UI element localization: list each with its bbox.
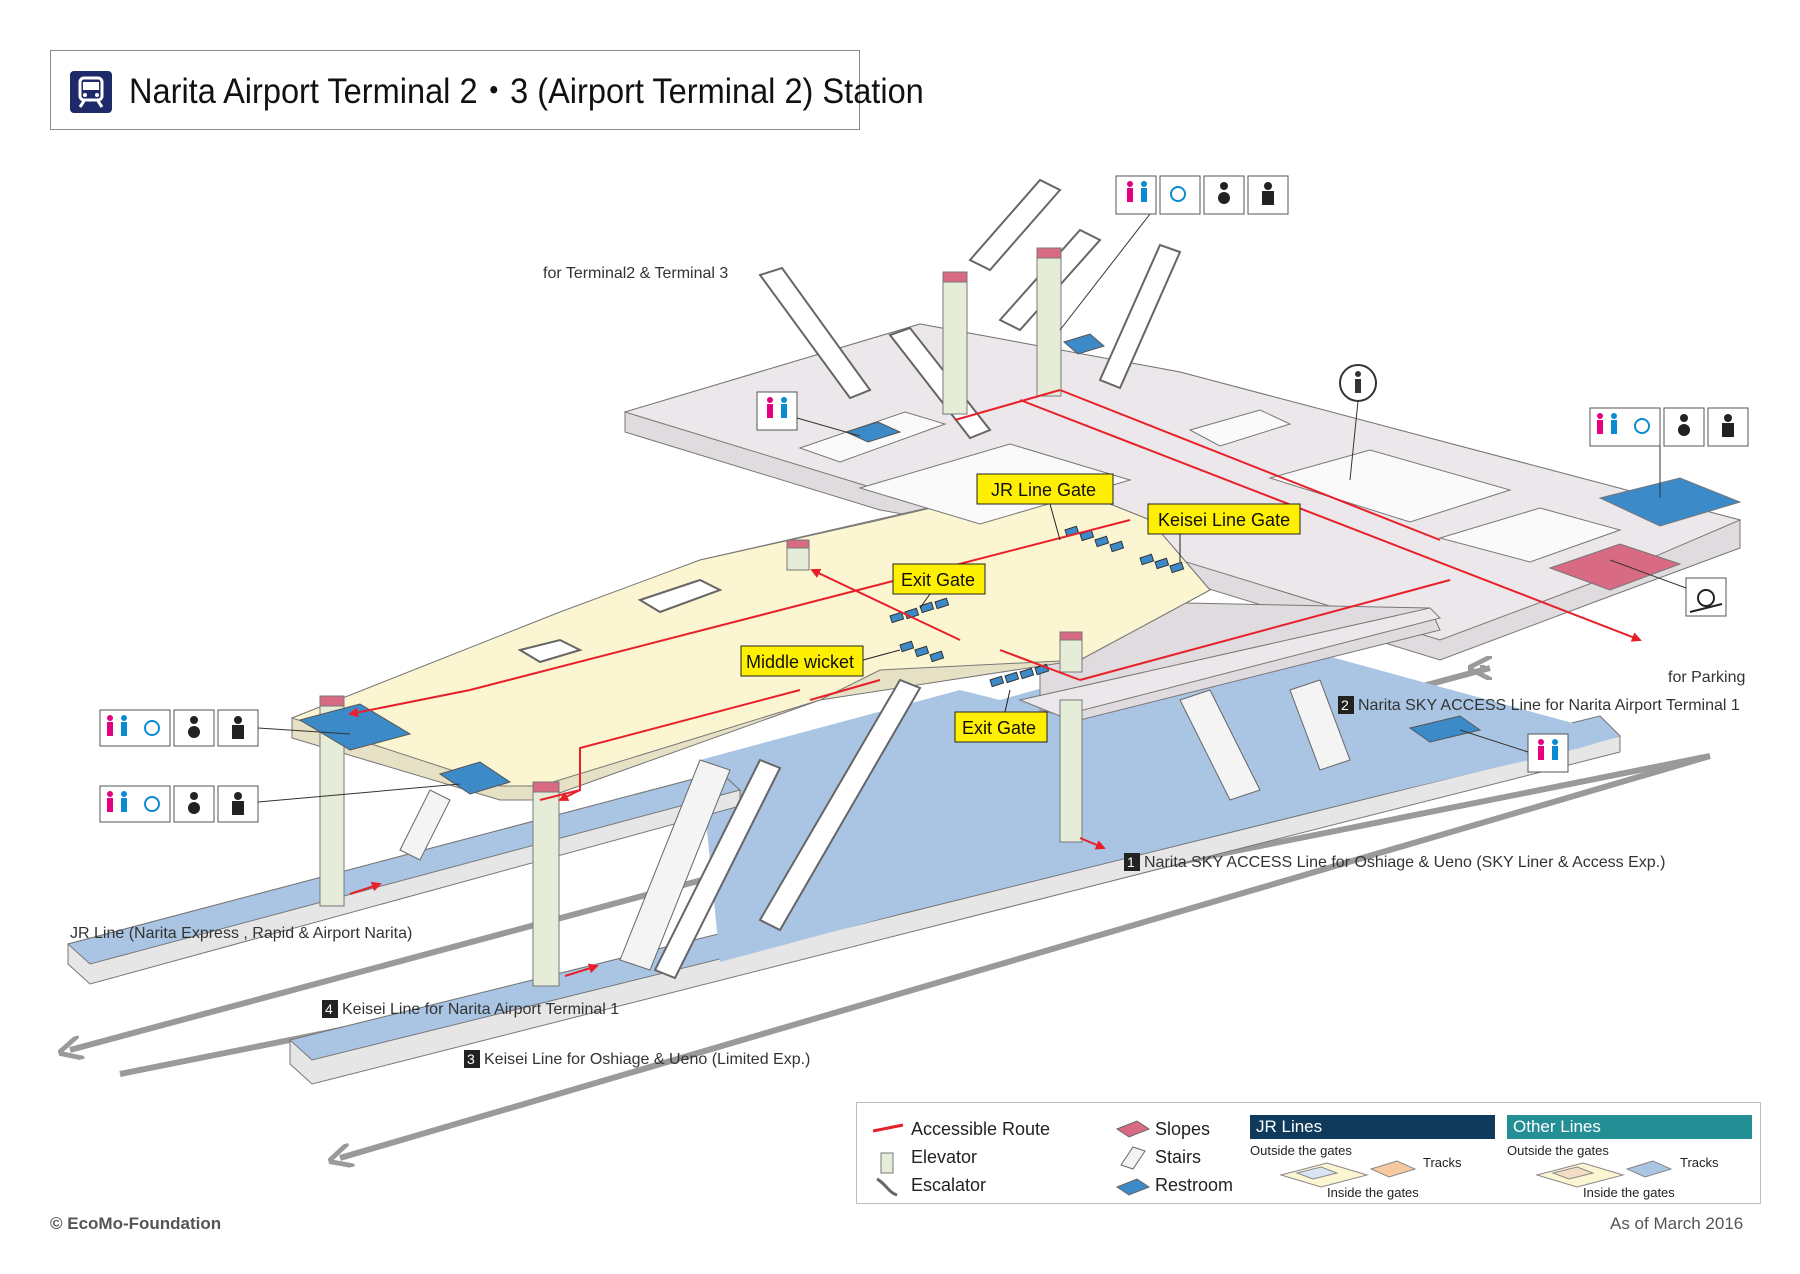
facility-icons-right	[1589, 407, 1749, 498]
line-4-label: 4 Keisei Line for Narita Airport Termina…	[322, 1000, 619, 1018]
station-title-box: Narita Airport Terminal 2・3 (Airport Ter…	[50, 50, 924, 130]
facility-icons-left-lower	[99, 783, 461, 823]
keisei-line-gate-label: Keisei Line Gate	[1158, 510, 1290, 530]
elevators	[319, 247, 1083, 987]
exit-gate-top-callout: Exit Gate	[892, 563, 986, 609]
middle-wicket-label: Middle wicket	[746, 652, 854, 672]
jr-line-gate-callout: JR Line Gate	[976, 473, 1114, 541]
svg-text:3: 3	[467, 1051, 475, 1067]
legend-stairs: Stairs	[1155, 1147, 1202, 1167]
legend-accessible-route: Accessible Route	[911, 1119, 1051, 1139]
page-title: Narita Airport Terminal 2・3 (Airport Ter…	[129, 72, 924, 111]
legend-jr-tracks: Tracks	[1423, 1155, 1462, 1170]
svg-text:Keisei Line for Oshiage & Ue: Keisei Line for Oshiage & Ueno (Limited …	[484, 1051, 810, 1068]
accessible-route	[348, 389, 1642, 977]
svg-text:4: 4	[325, 1001, 333, 1017]
legend-jr-lines: JR Lines	[1250, 1115, 1495, 1139]
svg-text:1: 1	[1127, 854, 1135, 870]
line-3-label: 3 Keisei Line for Oshiage & Ueno (Limite…	[464, 1050, 810, 1068]
legend-other-inside: Inside the gates	[1583, 1185, 1675, 1200]
svg-text:Keisei Line for Narita Airpo: Keisei Line for Narita Airport Terminal …	[342, 1001, 619, 1018]
restroom-areas	[298, 333, 1482, 795]
restroom-icon-platform	[1459, 729, 1569, 773]
restroom-icon-mid	[756, 391, 861, 437]
legend-other-outside: Outside the gates	[1507, 1143, 1609, 1158]
legend-icons-mid	[1115, 1120, 1151, 1196]
svg-text:2: 2	[1341, 697, 1349, 713]
platform-jr	[66, 771, 742, 985]
copyright: © EcoMo-Foundation	[50, 1214, 222, 1233]
train-icon	[70, 71, 112, 113]
exit-gate-bottom-callout: Exit Gate	[954, 689, 1048, 743]
stairs	[399, 679, 1351, 971]
line-1-label: 1 Narita SKY ACCESS Line for Oshiage & U…	[1124, 853, 1665, 871]
legend: Accessible Route Elevator Escalator Slop…	[856, 1102, 1761, 1204]
line-2-label: 2 Narita SKY ACCESS Line for Narita Airp…	[1338, 696, 1740, 714]
slope-wheelchair-icon	[1609, 559, 1727, 617]
svg-text:Narita SKY ACCESS Line for O: Narita SKY ACCESS Line for Oshiage & Uen…	[1144, 854, 1665, 871]
ticket-gates	[889, 525, 1185, 688]
as-of-date: As of March 2016	[1610, 1214, 1744, 1233]
legend-restroom: Restroom	[1155, 1175, 1234, 1195]
facility-icons-top	[1059, 175, 1289, 331]
keisei-line-gate-callout: Keisei Line Gate	[1147, 503, 1301, 562]
legend-jr-swatch	[1279, 1160, 1417, 1188]
exit-gate-bottom-label: Exit Gate	[962, 718, 1036, 738]
legend-slopes: Slopes	[1155, 1119, 1211, 1139]
legend-other-swatch	[1535, 1160, 1673, 1188]
exit-gate-top-label: Exit Gate	[901, 570, 975, 590]
terminal-direction-label: for Terminal2 & Terminal 3	[543, 265, 728, 282]
svg-text:Narita SKY ACCESS Line for N: Narita SKY ACCESS Line for Narita Airpor…	[1358, 697, 1740, 714]
legend-escalator: Escalator	[911, 1175, 987, 1195]
legend-jr-inside: Inside the gates	[1327, 1185, 1419, 1200]
jr-line-gate-label: JR Line Gate	[991, 480, 1096, 500]
legend-other-lines: Other Lines	[1507, 1115, 1752, 1139]
parking-direction-label: for Parking	[1668, 669, 1745, 686]
legend-other-tracks: Tracks	[1680, 1155, 1719, 1170]
information-icon	[1339, 364, 1377, 481]
middle-wicket-callout: Middle wicket	[740, 645, 901, 677]
legend-elevator: Elevator	[911, 1147, 978, 1167]
facility-icons-left-upper	[99, 709, 351, 747]
legend-jr-outside: Outside the gates	[1250, 1143, 1352, 1158]
concourse-upper	[623, 323, 1742, 721]
jr-line-platform-label: JR Line (Narita Express , Rapid & Airpor…	[70, 925, 412, 942]
platform-keisei	[288, 632, 1621, 1085]
legend-icons-left	[872, 1123, 904, 1197]
